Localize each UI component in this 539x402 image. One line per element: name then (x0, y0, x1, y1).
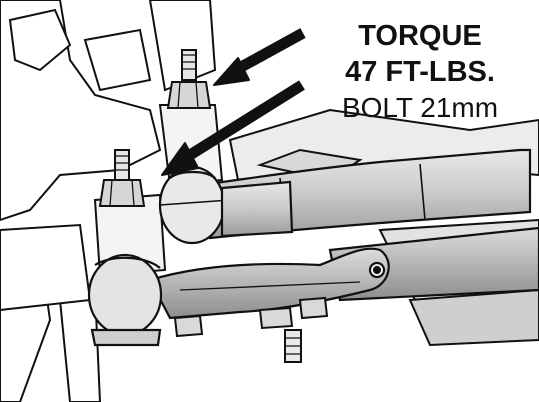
torque-callout: TORQUE 47 FT-LBS. BOLT 21mm (315, 18, 525, 126)
callout-bolt-size: BOLT 21mm (341, 92, 499, 123)
tie-rod-end (158, 165, 294, 245)
tie-rod-nut (98, 149, 146, 207)
arrow-to-upper-nut (213, 28, 306, 86)
lower-ball-joint (87, 253, 163, 347)
lower-bolts (173, 296, 329, 363)
callout-torque-label: TORQUE (358, 20, 482, 52)
callout-torque-value: 47 FT-LBS. (345, 56, 495, 88)
arrow-to-tie-rod-nut (161, 80, 305, 176)
lower-control-arm (148, 247, 390, 320)
upper-ball-joint-nut (166, 49, 212, 109)
